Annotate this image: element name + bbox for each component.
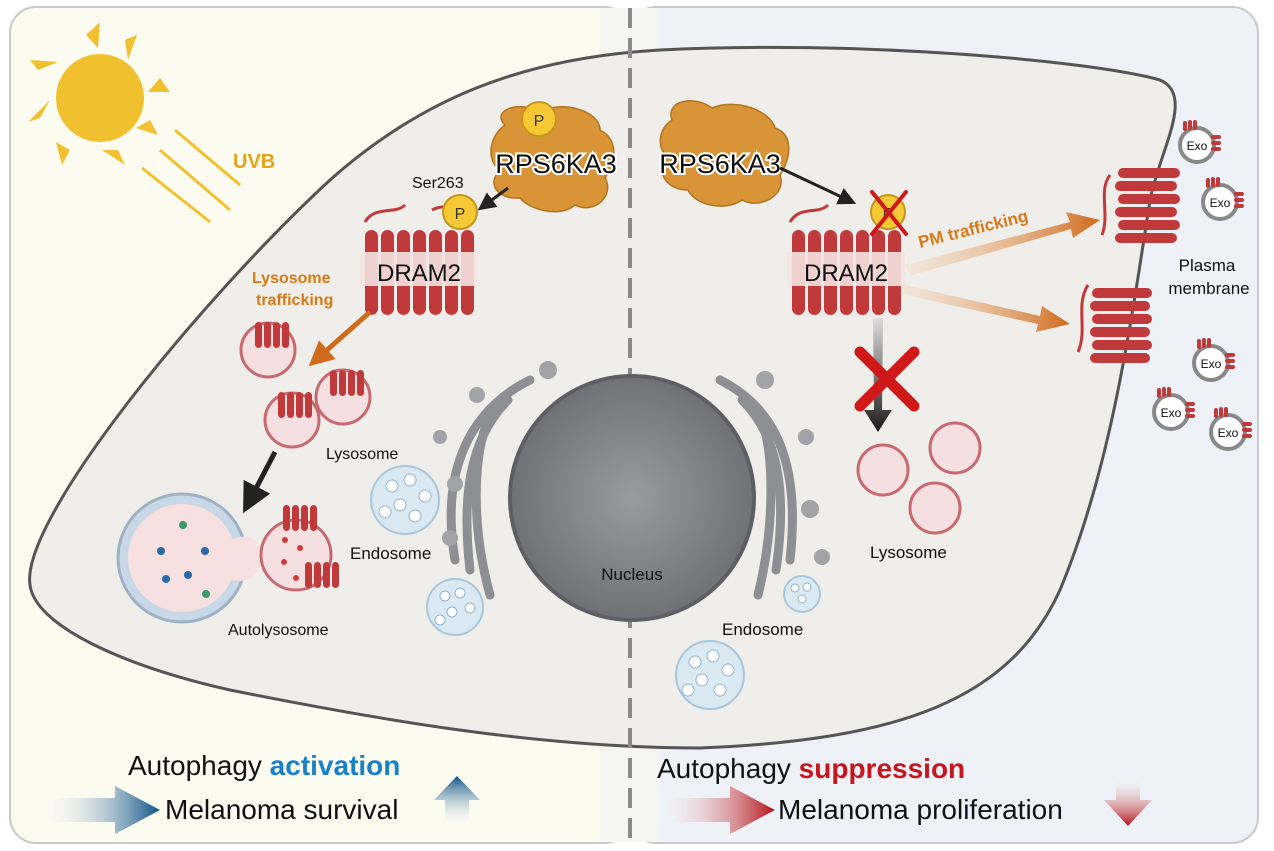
right-endosome-small xyxy=(783,575,821,613)
exosome-label: Exo xyxy=(1187,139,1208,153)
exosome-label: Exo xyxy=(1210,196,1231,210)
ser263-label: Ser263 xyxy=(412,175,464,192)
vesicles xyxy=(433,361,830,565)
autophagy-word-left: Autophagy xyxy=(128,750,270,781)
uvb-rays-icon xyxy=(141,128,241,224)
sun-icon xyxy=(28,22,170,165)
left-lysosome-cluster xyxy=(239,321,372,449)
lysosome-trafficking-line2: trafficking xyxy=(256,292,333,309)
exosome-label: Exo xyxy=(1218,426,1239,440)
right-bottom-line1: Autophagy suppression xyxy=(657,753,965,784)
right-endosome-label: Endosome xyxy=(722,620,803,639)
right-red-arrow-icon xyxy=(655,786,775,834)
exosome: Exo xyxy=(1152,385,1197,431)
blocked-phospho-x-icon xyxy=(870,190,908,236)
left-endosome-small xyxy=(426,578,484,636)
nucleus xyxy=(508,374,756,622)
left-bottom-line1: Autophagy activation xyxy=(128,750,400,781)
lysosome-trafficking-arrow xyxy=(308,310,372,367)
membrane-dram2-upper xyxy=(1100,168,1180,243)
autolysosome-label: Autolysosome xyxy=(228,622,329,639)
left-kinase-phospho-label: P xyxy=(534,113,545,130)
melanoma-proliferation-label: Melanoma proliferation xyxy=(778,794,1063,825)
plasma-membrane-label-line2: membrane xyxy=(1168,279,1249,298)
right-rps6ka3-label: RPS6KA3 xyxy=(659,149,781,179)
left-dram2-label: DRAM2 xyxy=(377,260,461,287)
left-endosome-label: Endosome xyxy=(350,544,431,563)
up-arrow-icon xyxy=(434,776,480,828)
exosome: Exo xyxy=(1178,118,1223,164)
exosome: Exo xyxy=(1192,336,1237,382)
uvb-label: UVB xyxy=(233,151,275,173)
left-dram2-receptor xyxy=(360,203,478,315)
right-dram2-receptor xyxy=(787,203,905,315)
right-lysosomes xyxy=(856,421,982,535)
pm-trafficking-arrow-upper xyxy=(905,212,1100,276)
exosome: Exo xyxy=(1209,405,1254,451)
golgi-apparatus xyxy=(446,375,797,600)
down-arrow-icon xyxy=(1104,775,1152,826)
autophagy-word-right: Autophagy xyxy=(657,753,799,784)
lysosome-trafficking-line1: Lysosome xyxy=(252,270,331,287)
membrane-dram2-lower xyxy=(1076,284,1152,363)
exosome: Exo xyxy=(1201,175,1246,221)
autolysosome xyxy=(116,492,339,624)
left-endosome-large xyxy=(370,465,440,535)
right-kinase-arrow xyxy=(779,166,857,205)
pm-trafficking-arrow-lower xyxy=(900,285,1070,332)
melanoma-survival-label: Melanoma survival xyxy=(165,794,398,825)
left-rps6ka3-label: RPS6KA3 xyxy=(495,149,617,179)
left-lysosome-label: Lysosome xyxy=(326,446,398,463)
blocked-lysosome-x-icon xyxy=(854,346,920,412)
nucleus-label: Nucleus xyxy=(601,565,662,584)
left-kinase-to-dram2-arrow xyxy=(477,186,509,211)
left-dram2-phospho-label: P xyxy=(455,206,466,223)
left-dram2-phospho-circle xyxy=(442,194,478,230)
activation-word: activation xyxy=(270,750,401,781)
left-kinase-phospho-circle xyxy=(521,101,557,137)
exosome-label: Exo xyxy=(1201,357,1222,371)
exosome-label: Exo xyxy=(1161,406,1182,420)
right-rps6ka3-kinase xyxy=(659,100,790,207)
right-endosome-large xyxy=(675,640,745,710)
right-lysosome-label: Lysosome xyxy=(870,543,947,562)
suppression-word: suppression xyxy=(799,753,965,784)
right-dram2-label: DRAM2 xyxy=(804,260,888,287)
left-right-arrow-icon xyxy=(40,786,160,834)
lysosome-to-autolysosome-arrow xyxy=(243,450,278,514)
plasma-membrane-label-line1: Plasma xyxy=(1179,256,1236,275)
